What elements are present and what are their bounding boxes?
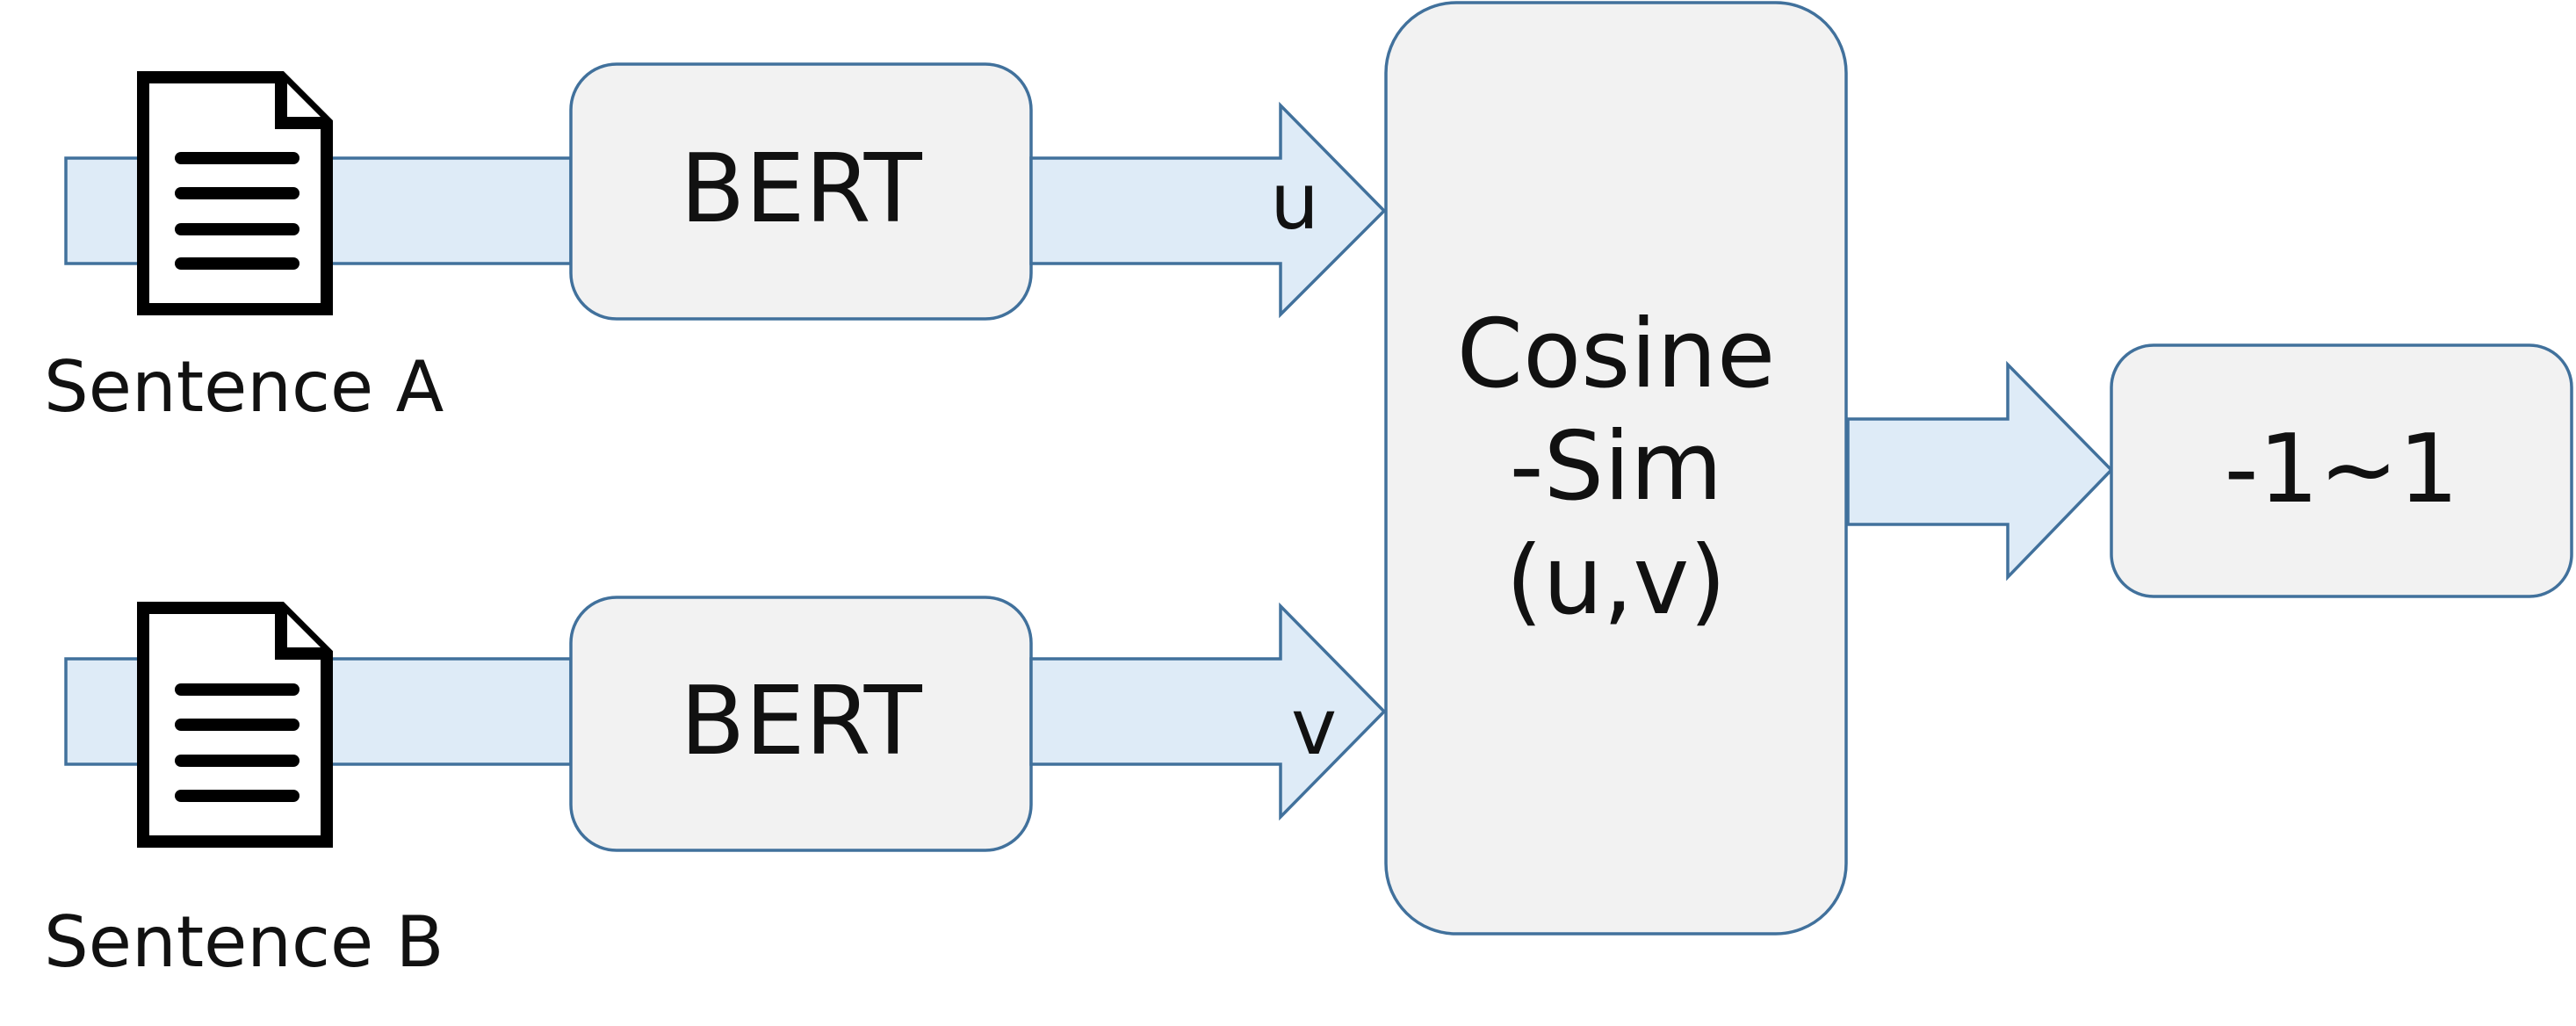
cosine-label-line3: (u,v) [1506, 526, 1727, 636]
cosine-label-line2: -Sim [1510, 412, 1723, 522]
cosine-similarity-box [1384, 1, 1848, 936]
document-icon [137, 602, 333, 848]
sentence-a-label: Sentence A [44, 346, 444, 428]
output-range-label: -1~1 [2225, 415, 2459, 524]
output-range-box [2110, 343, 2573, 598]
bert-label-b: BERT [680, 667, 923, 777]
output-arrow [1846, 360, 2114, 582]
vector-arrow-u [1029, 101, 1387, 319]
sentence-b-label: Sentence B [44, 901, 444, 983]
vector-arrow-v [1029, 602, 1387, 821]
cosine-label-line1: Cosine [1457, 300, 1776, 409]
document-icon [137, 71, 333, 315]
vector-v-label: v [1291, 682, 1337, 772]
vector-u-label: u [1270, 156, 1319, 247]
bert-label-a: BERT [680, 134, 923, 244]
